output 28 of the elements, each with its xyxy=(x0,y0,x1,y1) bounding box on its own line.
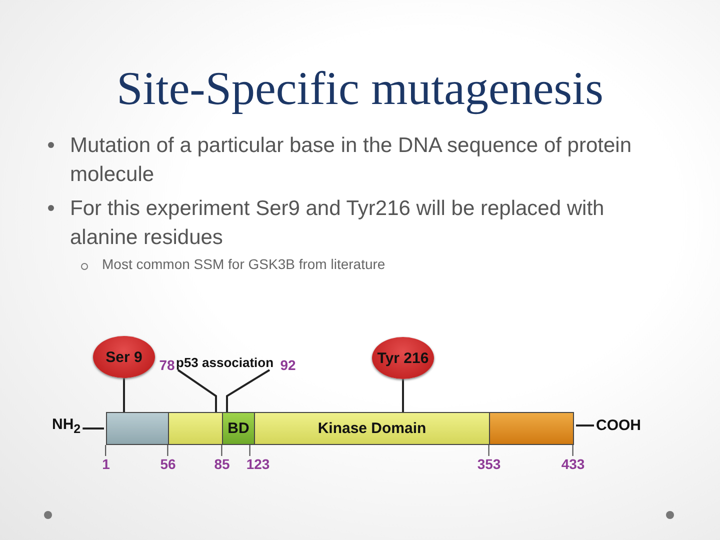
terminus-line xyxy=(576,424,594,426)
tick-number: 433 xyxy=(561,445,585,472)
stalk-line xyxy=(402,379,404,412)
bullet-text: Mutation of a particular base in the DNA sequence of protein molecule xyxy=(70,133,633,188)
tick-number: 56 xyxy=(160,445,176,472)
tick-number: 1 xyxy=(102,445,110,472)
residue-ellipse: Tyr 216 xyxy=(372,337,434,379)
domain-segment: BD xyxy=(222,412,255,445)
tick-number: 123 xyxy=(238,445,270,472)
leader-line xyxy=(226,369,270,412)
bullet-text: For this experiment Ser9 and Tyr216 will be replaced with alanine residues xyxy=(70,196,606,251)
terminus-line xyxy=(82,428,104,430)
title: Site-Specific mutagenesis xyxy=(116,62,604,116)
domain-segment xyxy=(489,412,574,445)
residue-ellipse: Ser 9 xyxy=(93,336,155,378)
domain-segment xyxy=(106,412,169,445)
region-label: p53 association xyxy=(176,355,274,370)
tick-number: 85 xyxy=(214,445,230,472)
terminus-label: NH$_{2}$ xyxy=(52,416,81,436)
residue-number: 78 xyxy=(159,357,175,373)
residue-number: 92 xyxy=(280,357,296,373)
terminus-label: COOH xyxy=(596,417,641,434)
domain-segment: Kinase Domain xyxy=(254,412,490,445)
stalk-line xyxy=(123,378,125,412)
tick-number: 353 xyxy=(477,445,501,472)
sub-bullet-text: Most common SSM for GSK3B from literature xyxy=(102,256,386,272)
leader-line xyxy=(177,369,217,412)
domain-segment xyxy=(168,412,223,445)
